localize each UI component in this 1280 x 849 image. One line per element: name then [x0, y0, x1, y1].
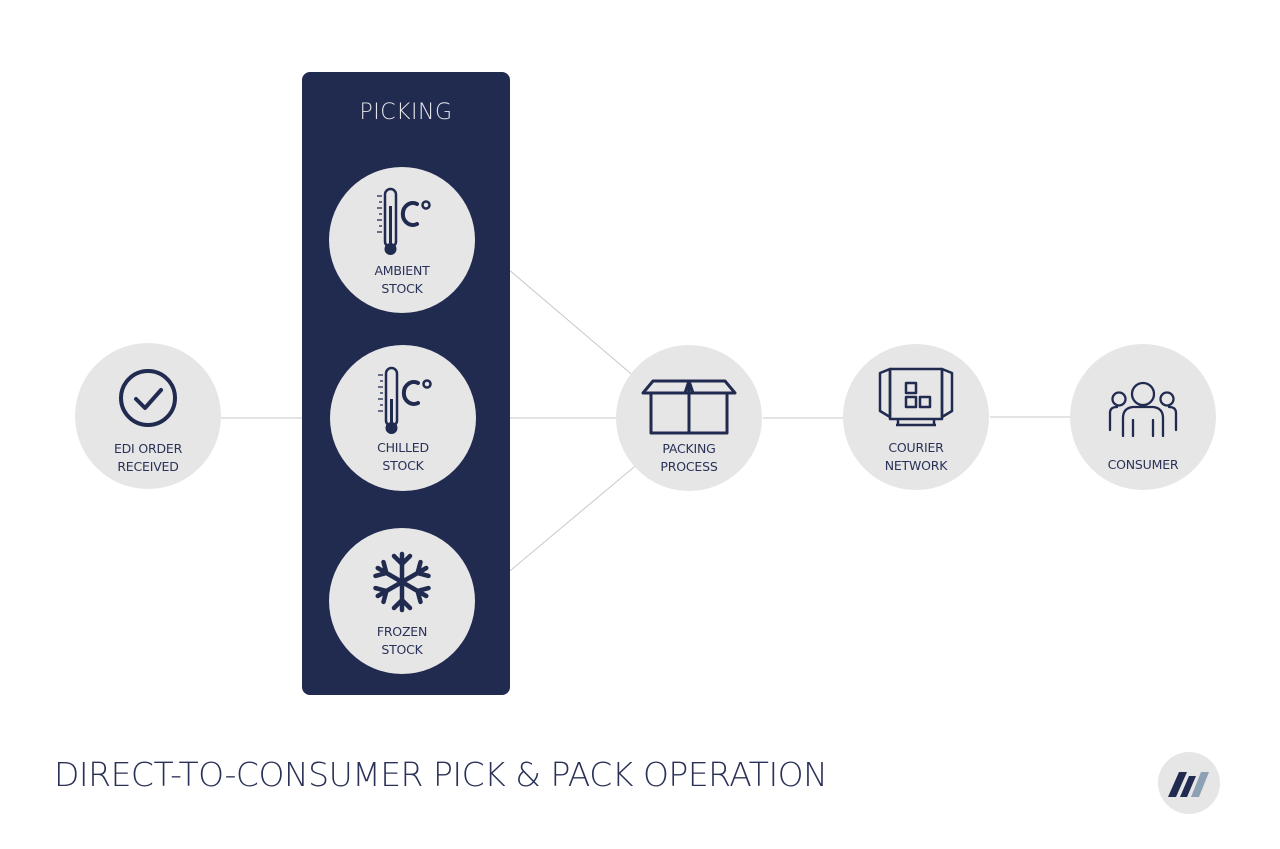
- node-consumer: CONSUMER: [1070, 344, 1216, 490]
- node-label: CHILLED STOCK: [330, 439, 476, 475]
- label-line2: STOCK: [381, 281, 423, 296]
- node-label: CONSUMER: [1070, 456, 1216, 474]
- open-box-icon: [616, 377, 762, 435]
- label-line2: STOCK: [381, 642, 423, 657]
- label-line2: RECEIVED: [117, 459, 179, 474]
- page-title: DIRECT-TO-CONSUMER PICK & PACK OPERATION: [54, 755, 828, 794]
- picking-panel-label-wrap: PICKING: [302, 72, 510, 695]
- picking-title: PICKING: [359, 100, 453, 125]
- thermometer-icon: [330, 365, 476, 437]
- node-label: COURIER NETWORK: [843, 439, 989, 475]
- label-line1: FROZEN: [376, 624, 428, 639]
- node-packing-process: PACKING PROCESS: [616, 345, 762, 491]
- node-frozen-stock: FROZEN STOCK: [329, 528, 475, 674]
- label-line1: PACKING: [662, 441, 716, 456]
- node-label: AMBIENT STOCK: [329, 262, 475, 298]
- label-line2: PROCESS: [660, 459, 718, 474]
- check-circle-icon: [75, 367, 221, 429]
- label-line2: STOCK: [382, 458, 424, 473]
- label-line1: EDI ORDER: [113, 441, 183, 456]
- delivery-truck-icon: [843, 365, 989, 429]
- snowflake-icon: [329, 550, 475, 614]
- node-label: PACKING PROCESS: [616, 440, 762, 476]
- logo-mark-icon: [1168, 772, 1209, 797]
- label-line1: CONSUMER: [1107, 457, 1179, 472]
- node-label: FROZEN STOCK: [329, 623, 475, 659]
- label-line1: COURIER: [888, 440, 944, 455]
- label-line1: CHILLED: [377, 440, 429, 455]
- label-line2: NETWORK: [884, 458, 948, 473]
- label-line1: AMBIENT: [374, 263, 430, 278]
- node-label: EDI ORDER RECEIVED: [75, 440, 221, 476]
- node-courier-network: COURIER NETWORK: [843, 344, 989, 490]
- thermometer-icon: [329, 186, 475, 258]
- node-edi-order-received: EDI ORDER RECEIVED: [75, 343, 221, 489]
- node-chilled-stock: CHILLED STOCK: [330, 345, 476, 491]
- logo: [1158, 752, 1220, 814]
- people-icon: [1070, 380, 1216, 438]
- node-ambient-stock: AMBIENT STOCK: [329, 167, 475, 313]
